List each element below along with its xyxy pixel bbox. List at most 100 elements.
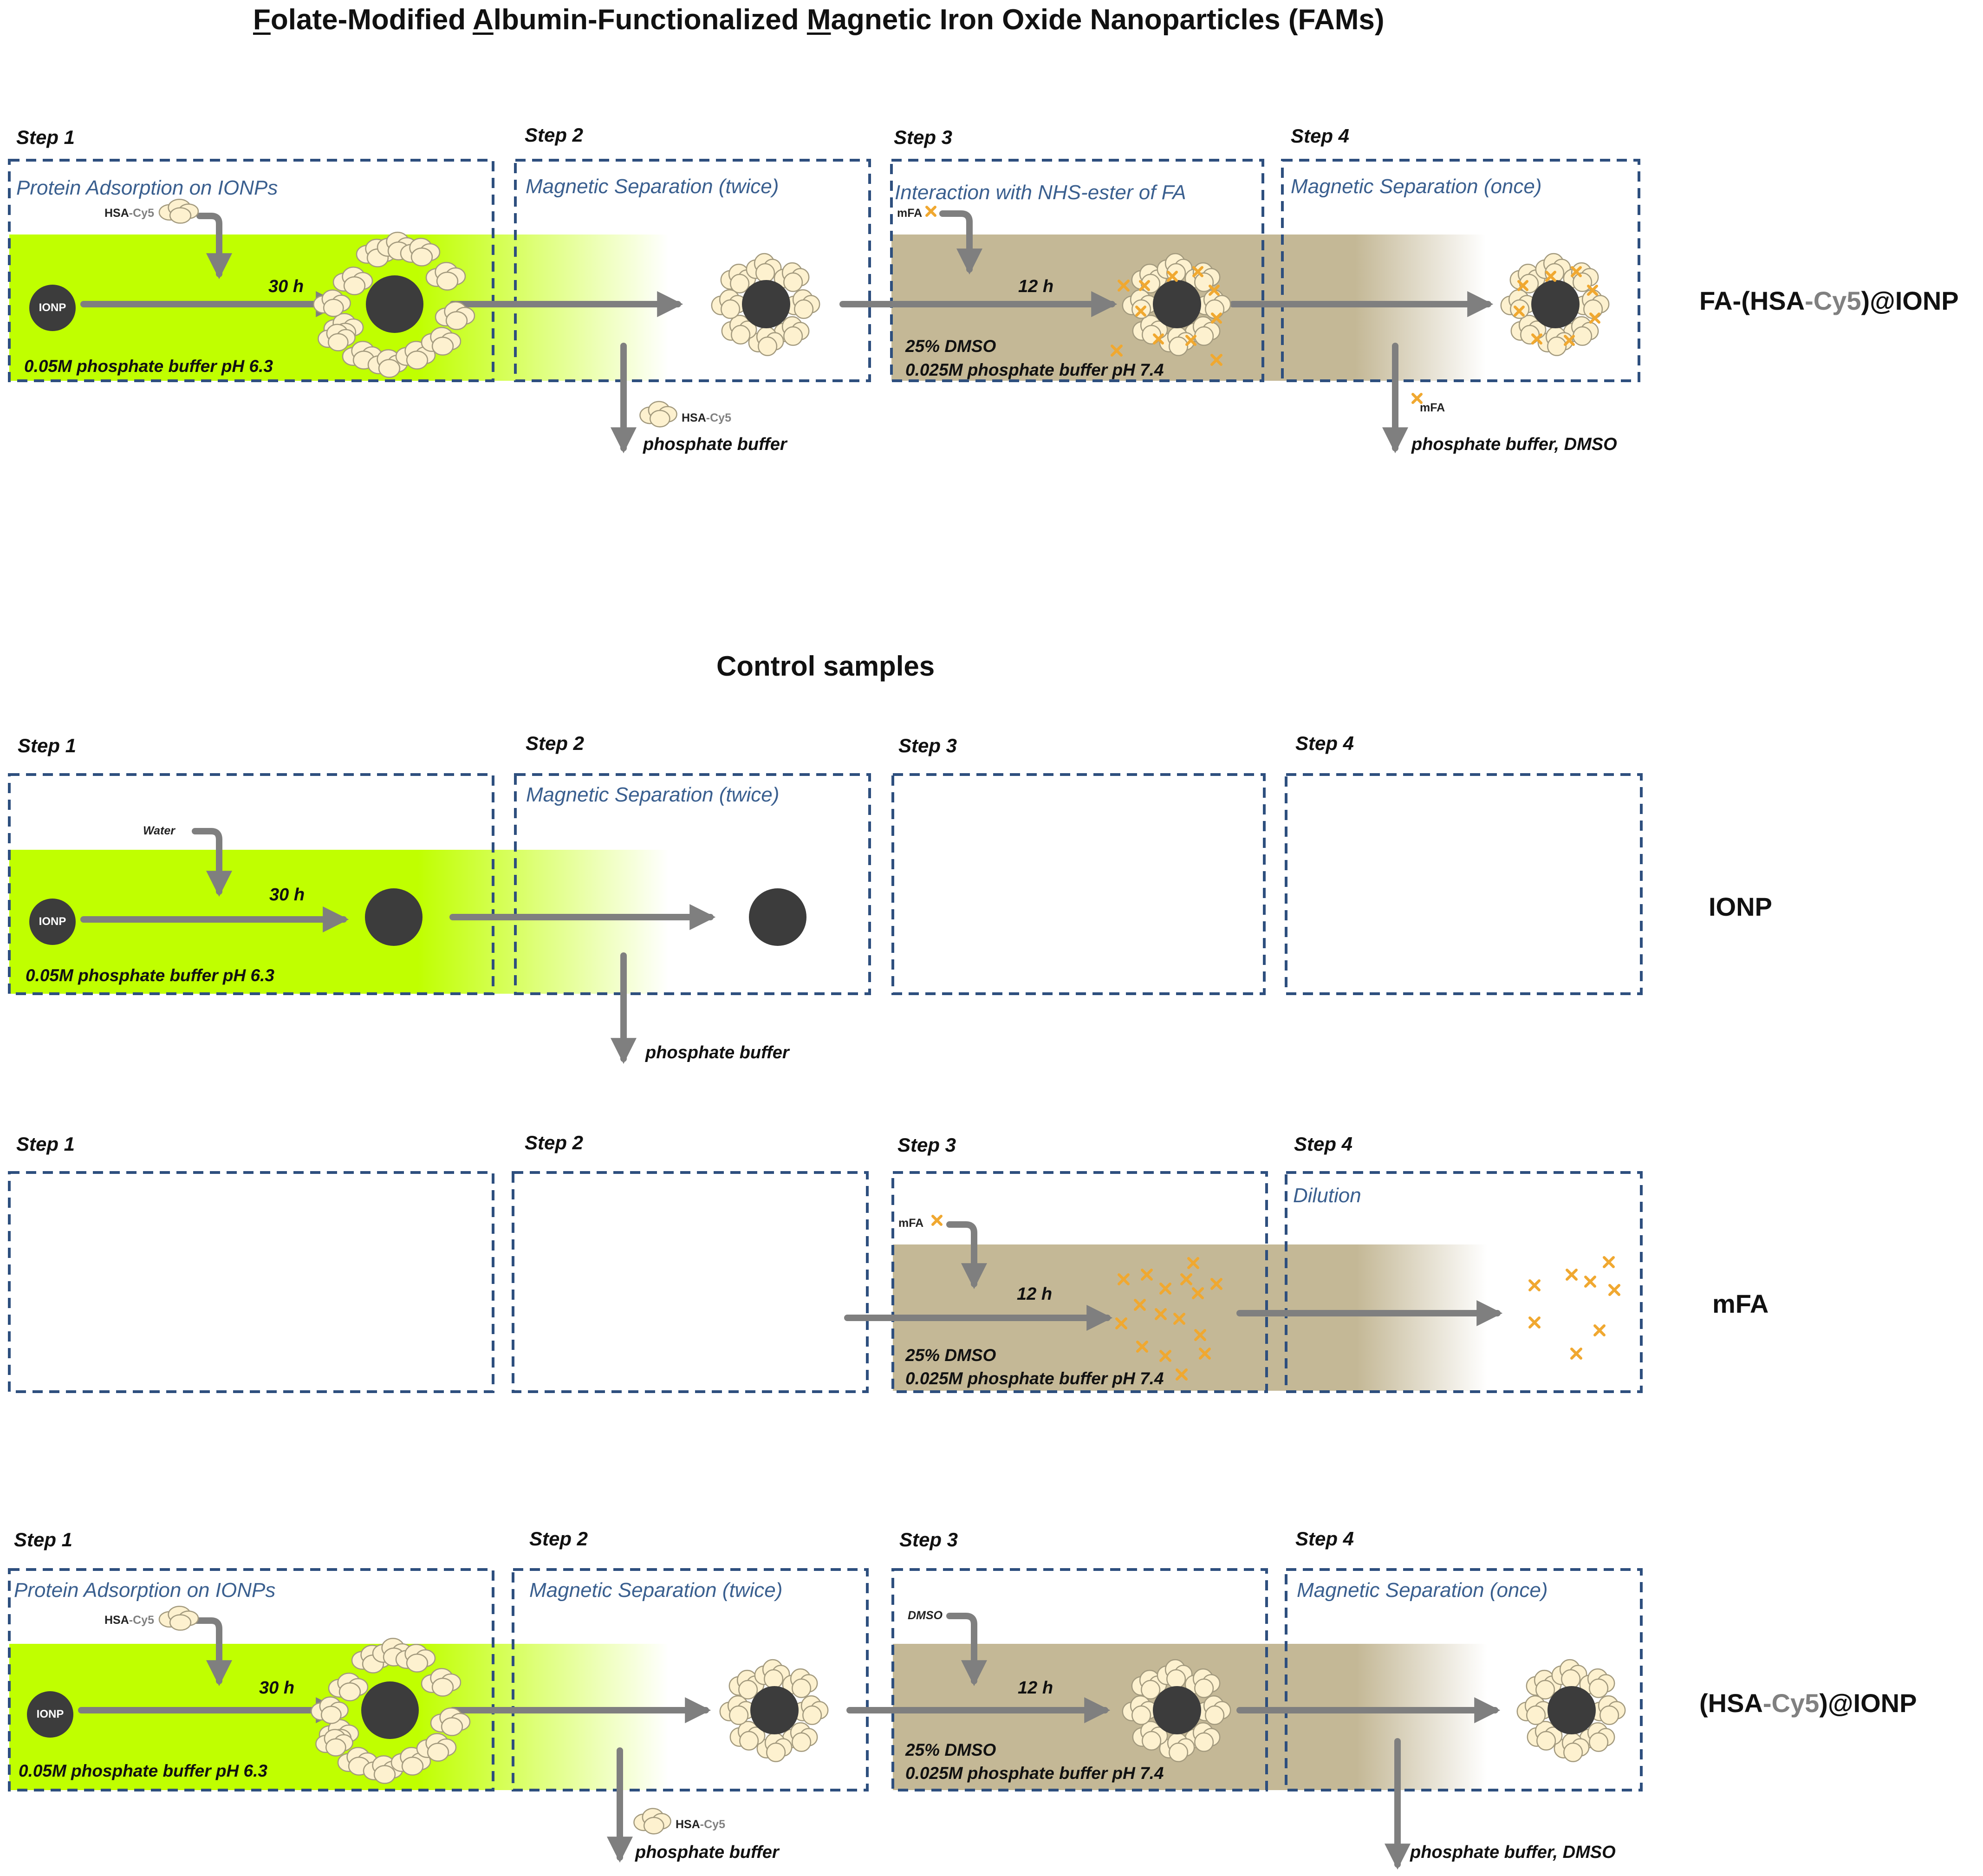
mfa-cross-icon [1159, 1283, 1171, 1295]
hsa-protein-icon [1516, 1695, 1553, 1725]
particles-layer [27, 199, 1626, 1835]
mfa-cross-icon [1514, 306, 1525, 317]
mfa-cross-icon [1153, 333, 1164, 345]
hsa-protein-icon [328, 1673, 369, 1701]
box-title-mag-sep-once: Magnetic Separation (once) [1297, 1579, 1548, 1602]
hsa-protein-icon [318, 324, 356, 352]
step-label-r1-3: Step 3 [894, 126, 953, 148]
time-label-12h: 12 h [1018, 277, 1054, 296]
mfa-cross-icon [1564, 335, 1575, 346]
box-title-mag-sep-twice: Magnetic Separation (twice) [526, 175, 779, 198]
hsa-protein-icon [390, 1747, 431, 1776]
product-ionp: IONP [1709, 892, 1772, 921]
reagent-label-mfa: mFA [898, 1217, 924, 1230]
hsa-protein-icon [1527, 1720, 1563, 1751]
box-title-mag-sep-twice: Magnetic Separation (twice) [529, 1579, 783, 1602]
hsa-protein-icon [421, 1668, 462, 1697]
step-label-r2-3: Step 3 [898, 735, 957, 756]
step-label-r4-1: Step 1 [14, 1529, 73, 1550]
box-r1-s3 [890, 159, 1264, 382]
arrow-icon [196, 213, 232, 280]
mfa-cross-icon [1545, 271, 1556, 282]
mfa-cross-icon [1111, 345, 1123, 357]
step-label-r3-4: Step 4 [1294, 1133, 1353, 1155]
product-hsa-ionp: (HSA-Cy5)@IONP [1699, 1688, 1917, 1718]
hsa-protein-icon [435, 301, 475, 330]
mfa-cross-icon [1185, 335, 1196, 346]
waste-label-hsa: HSA-Cy5 [682, 411, 731, 424]
hsa-protein-icon [311, 1696, 349, 1724]
step-label-r4-4: Step 4 [1295, 1528, 1354, 1550]
hsa-protein-icon [1526, 1669, 1562, 1700]
title-letter-m: M [806, 4, 831, 36]
step-label-r3-2: Step 2 [525, 1132, 584, 1153]
hsa-protein-icon [430, 1707, 471, 1736]
mfa-cross-icon [1210, 1278, 1222, 1290]
mfa-cross-icon [1194, 1329, 1206, 1341]
hsa-protein-icon [1132, 1720, 1168, 1751]
hsa-protein-icon [337, 1747, 378, 1776]
box-r3-s4 [1285, 1171, 1643, 1393]
hsa-protein-icon [1195, 1695, 1231, 1725]
waste-label-buffer: phosphate buffer [643, 435, 787, 454]
hsa-protein-icon [719, 1695, 755, 1725]
nanoparticle-icon [742, 280, 790, 328]
mfa-cross-icon [1589, 313, 1600, 324]
reagent-label-dmso: DMSO [908, 1609, 943, 1622]
product-mfa: mFA [1712, 1289, 1769, 1318]
hsa-protein-icon [363, 1755, 403, 1784]
nanoparticle-icon [749, 888, 806, 946]
hsa-protein-icon [756, 1732, 793, 1762]
box-r4-s1 [8, 1568, 494, 1791]
step-label-r1-4: Step 4 [1291, 125, 1350, 147]
step-label-r2-2: Step 2 [526, 732, 585, 754]
mfa-cross-icon [1566, 1269, 1578, 1281]
hsa-protein-icon [782, 1722, 818, 1752]
hsa-protein-icon [774, 262, 810, 292]
box-r4-s4 [1285, 1568, 1643, 1791]
box-title-protein-adsorption: Protein Adsorption on IONPs [16, 176, 278, 199]
box-r2-s1 [8, 773, 494, 995]
arrow-icon [187, 1617, 232, 1687]
hsa-protein-icon [421, 327, 462, 356]
hsa-protein-icon [367, 349, 408, 378]
title-letter-f: F [253, 4, 271, 36]
waste-label-buffer: phosphate buffer [645, 1043, 789, 1062]
title-part-1: olate-Modified [270, 4, 473, 36]
mfa-cross-icon [1531, 333, 1542, 345]
waste-label-mfa: mFA [1420, 401, 1445, 414]
step-label-r2-4: Step 4 [1295, 732, 1354, 754]
condition-buffer-74: 0.025M phosphate buffer pH 7.4 [905, 1764, 1164, 1783]
reagent-label-mfa: mFA [897, 207, 923, 220]
mfa-cross-icon [1118, 280, 1130, 292]
condition-buffer-63: 0.05M phosphate buffer pH 6.3 [24, 357, 273, 376]
condition-buffer-63: 0.05M phosphate buffer pH 6.3 [19, 1761, 267, 1780]
hsa-protein-icon [315, 1729, 353, 1757]
hsa-protein-icon [782, 1668, 818, 1698]
hsa-protein-icon [158, 1606, 199, 1631]
step-label-r1-2: Step 2 [525, 124, 584, 146]
box-r4-s2 [512, 1568, 869, 1791]
hsa-protein-icon [728, 1669, 765, 1700]
mfa-cross-icon [1141, 1269, 1153, 1281]
nanoparticle-icon [27, 1691, 73, 1738]
hsa-protein-icon [1157, 1659, 1193, 1689]
nanoparticle-icon [750, 1686, 799, 1734]
time-label-12h: 12 h [1017, 1284, 1053, 1304]
condition-dmso: 25% DMSO [905, 1346, 996, 1365]
mfa-cross-icon [925, 206, 936, 217]
hsa-protein-icon [313, 289, 351, 317]
nanoparticle-icon [29, 285, 76, 331]
box-r3-s3 [891, 1171, 1268, 1393]
nanoparticle-icon [29, 899, 76, 945]
hsa-protein-icon [633, 1808, 671, 1835]
mfa-cross-icon [1173, 1313, 1185, 1325]
box-title-mag-sep-twice: Magnetic Separation (twice) [526, 783, 780, 806]
waste-label-hsa: HSA-Cy5 [676, 1818, 725, 1831]
hsa-protein-icon [784, 289, 820, 319]
box-r4-s3 [891, 1568, 1268, 1791]
hsa-protein-icon [1500, 289, 1536, 319]
hsa-protein-icon [332, 267, 373, 295]
reagent-label-hsa: HSA-Cy5 [104, 207, 154, 220]
